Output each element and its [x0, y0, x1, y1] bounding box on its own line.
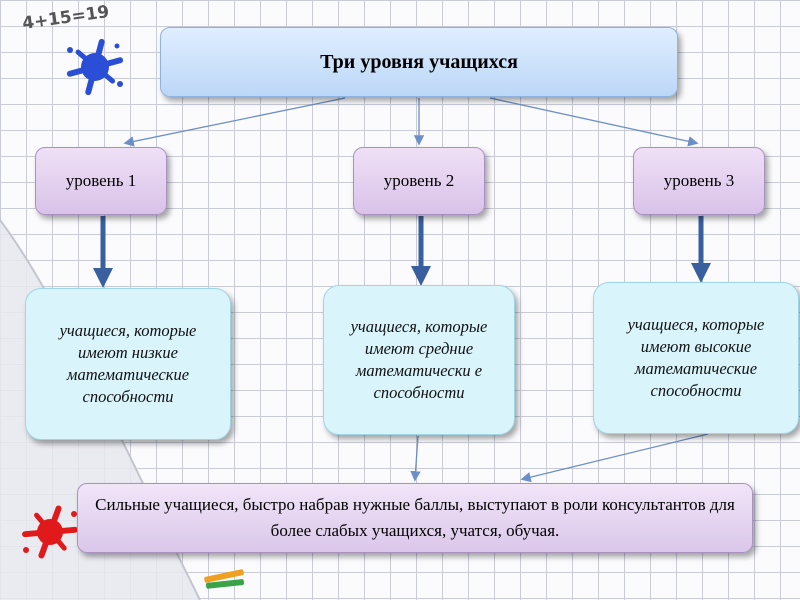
- level-2-box: уровень 2: [353, 147, 485, 215]
- red-splash-icon: [22, 505, 78, 559]
- arrow-desc-3-to-conclusion: [520, 433, 709, 483]
- conclusion-text: Сильные учащиеся, быстро набрав нужные б…: [95, 495, 735, 540]
- arrow-title-to-level-3: [489, 97, 699, 147]
- level-3-box: уровень 3: [633, 147, 765, 215]
- conclusion-box: Сильные учащиеся, быстро набрав нужные б…: [77, 483, 753, 553]
- formula-decoration: 4+15=19: [21, 1, 111, 35]
- arrow-title-to-level-1: [123, 97, 346, 147]
- level-3-description-box: учащиеся, которые имеют высокие математи…: [593, 282, 799, 434]
- level-1-description: учащиеся, которые имеют низкие математич…: [59, 321, 197, 406]
- diagram-title-box: Три уровня учащихся: [160, 27, 678, 97]
- level-3-description: учащиеся, которые имеют высокие математи…: [627, 315, 765, 400]
- level-2-label: уровень 2: [383, 171, 455, 190]
- level-3-label: уровень 3: [663, 171, 735, 190]
- pencils-decoration: [204, 569, 245, 589]
- level-1-description-box: учащиеся, которые имеют низкие математич…: [25, 288, 231, 440]
- blue-splash-icon: [66, 38, 124, 96]
- level-2-description: учащиеся, которые имеют средние математи…: [350, 317, 488, 402]
- level-1-box: уровень 1: [35, 147, 167, 215]
- level-2-description-box: учащиеся, которые имеют средние математи…: [323, 285, 515, 435]
- diagram-title: Три уровня учащихся: [320, 50, 518, 73]
- level-1-label: уровень 1: [65, 171, 137, 190]
- arrow-desc-2-to-conclusion: [410, 435, 421, 482]
